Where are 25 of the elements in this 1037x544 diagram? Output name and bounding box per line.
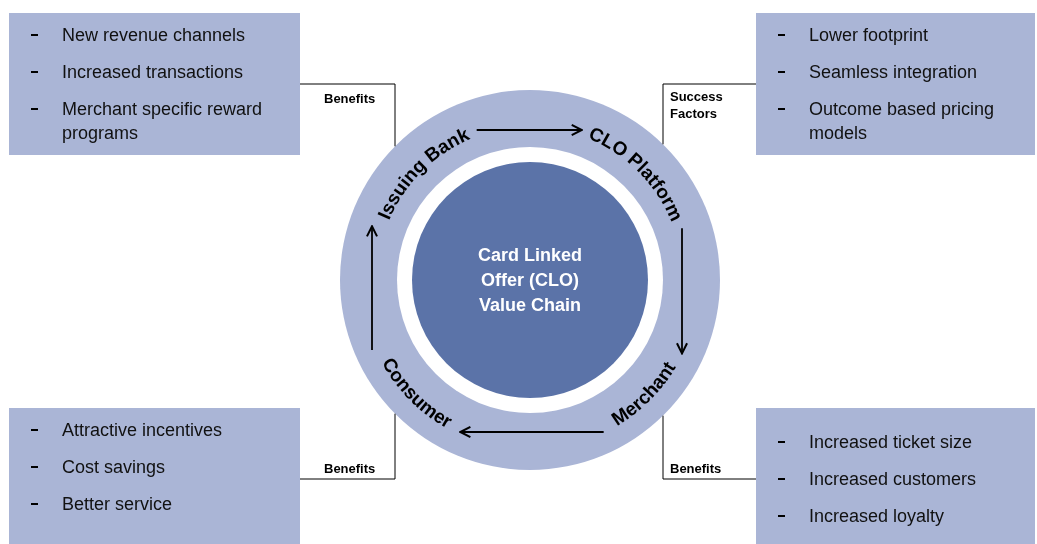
list-item: Increased loyalty (809, 505, 946, 528)
list-item: Seamless integration (809, 61, 979, 84)
arrow (459, 425, 605, 439)
list-item: Attractive incentives (62, 419, 224, 442)
arrow (475, 123, 583, 137)
list-panel (9, 408, 300, 544)
list-item: Increased ticket size (809, 431, 974, 454)
list-item: Cost savings (62, 456, 167, 479)
list-item: Increased transactions (62, 61, 245, 84)
connector-line (662, 83, 757, 145)
list-item: Better service (62, 493, 174, 516)
list-item: Increased customers (809, 468, 978, 491)
connector-line (662, 415, 757, 480)
list-item: Outcome based pricing models (809, 98, 996, 145)
list-item: Lower footprint (809, 24, 930, 47)
connector-line (299, 83, 396, 147)
list-panel (756, 13, 1035, 155)
arrow (675, 227, 689, 355)
connector-line (299, 413, 396, 480)
center-title: Card Linked Offer (CLO) Value Chain (477, 243, 583, 317)
list-item: Merchant specific reward programs (62, 98, 264, 145)
list-panel (9, 13, 300, 155)
list-item: New revenue channels (62, 24, 247, 47)
arrow (365, 225, 379, 351)
list-panel (756, 408, 1035, 544)
